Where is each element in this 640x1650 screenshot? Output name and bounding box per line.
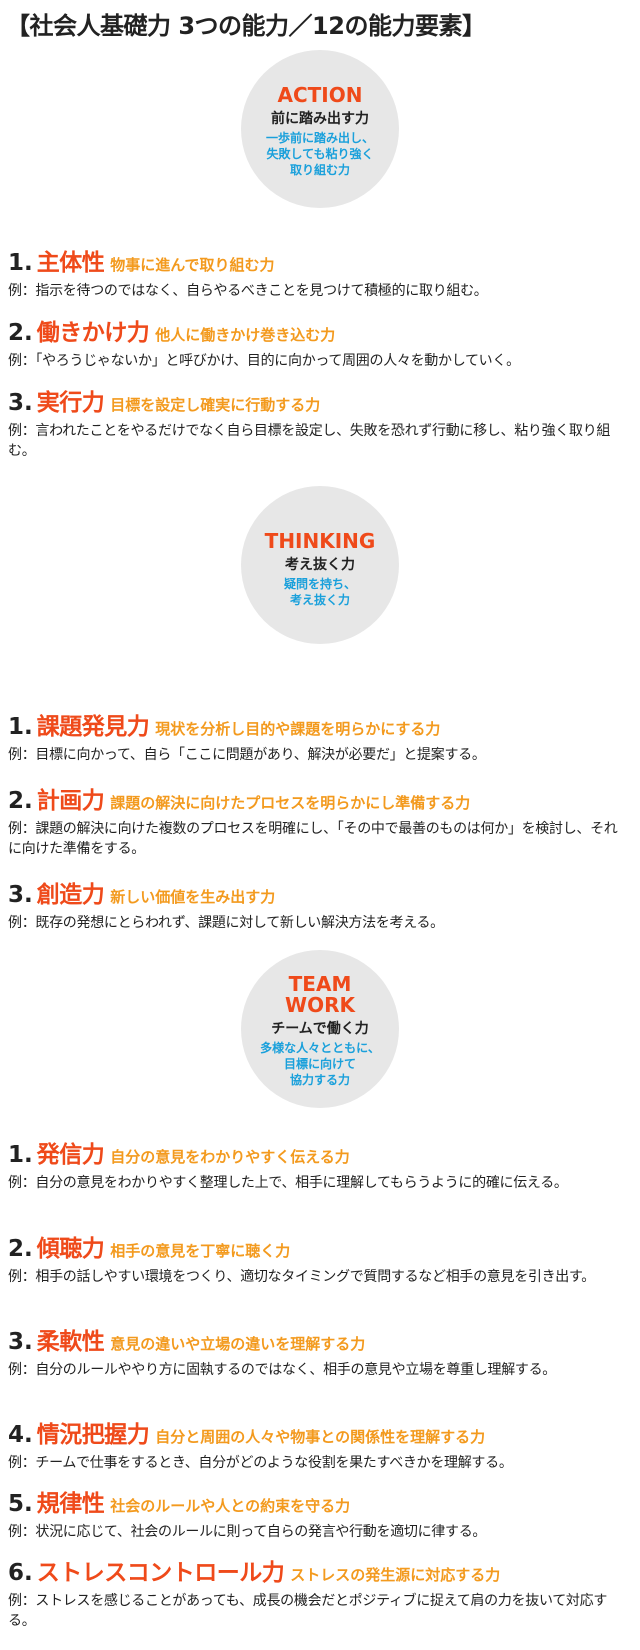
ability-item: 6.ストレスコントロール力ストレスの発生源に対応する力 例：ストレスを感じること… bbox=[8, 1556, 634, 1631]
item-example: 例：課題の解決に向けた複数のプロセスを明確にし、「その中で最善のものは何か」を検… bbox=[8, 821, 618, 857]
item-tagline: 自分と周囲の人々や物事との関係性を理解する力 bbox=[155, 1428, 486, 1446]
item-tagline: 社会のルールや人との約束を守る力 bbox=[110, 1497, 351, 1515]
circle-heading: ACTION bbox=[277, 83, 363, 107]
item-example: 例：状況に応じて、社会のルールに則って自らの発言や行動を適切に律する。 bbox=[8, 1524, 487, 1540]
ability-item: 2.働きかけ力他人に働きかけ巻き込む力 例：「やろうじゃないか」と呼びかけ、目的… bbox=[8, 316, 634, 371]
item-name: 情況把握力 bbox=[36, 1422, 150, 1448]
circle-description: 疑問を持ち、 考え抜く力 bbox=[283, 577, 356, 607]
action-circle: ACTION 前に踏み出す力 一歩前に踏み出し、 失敗しても粘り強く 取り組む力 bbox=[241, 50, 399, 208]
ability-item: 3.創造力新しい価値を生み出す力 例：既存の発想にとらわれず、課題に対して新しい… bbox=[8, 878, 634, 933]
item-tagline: 課題の解決に向けたプロセスを明らかにし準備する力 bbox=[110, 794, 471, 812]
item-name: 課題発見力 bbox=[36, 714, 150, 740]
item-example: 例：チームで仕事をするとき、自分がどのような役割を果たすべきかを理解する。 bbox=[8, 1455, 513, 1471]
circle-heading: THINKING bbox=[264, 529, 376, 553]
item-example: 例：言われたことをやるだけでなく自ら目標を設定し、失敗を恐れず行動に移し、粘り強… bbox=[8, 423, 611, 459]
page-title: 【社会人基礎力 3つの能力／12の能力要素】 bbox=[6, 12, 486, 40]
item-name: 傾聴力 bbox=[36, 1236, 105, 1262]
item-number: 2. bbox=[8, 320, 33, 346]
item-number: 6. bbox=[8, 1560, 33, 1586]
item-number: 2. bbox=[8, 788, 33, 814]
circle-subtitle: 考え抜く力 bbox=[285, 557, 355, 573]
item-example: 例：目標に向かって、自ら「ここに問題があり、解決が必要だ」と提案する。 bbox=[8, 747, 486, 763]
ability-item: 3.実行力目標を設定し確実に行動する力 例：言われたことをやるだけでなく自ら目標… bbox=[8, 386, 634, 461]
item-number: 3. bbox=[8, 882, 33, 908]
circle-heading: TEAM WORK bbox=[285, 972, 355, 1017]
item-example: 例：既存の発想にとらわれず、課題に対して新しい解決方法を考える。 bbox=[8, 915, 444, 931]
thinking-circle: THINKING 考え抜く力 疑問を持ち、 考え抜く力 bbox=[241, 486, 399, 644]
item-tagline: 他人に働きかけ巻き込む力 bbox=[155, 326, 336, 344]
item-number: 3. bbox=[8, 390, 33, 416]
item-name: 規律性 bbox=[36, 1491, 105, 1517]
circle-description: 多様な人々とともに、 目標に向けて 協力する力 bbox=[260, 1041, 380, 1087]
item-number: 1. bbox=[8, 714, 33, 740]
ability-item: 1.主体性物事に進んで取り組む力 例：指示を待つのではなく、自らやるべきことを見… bbox=[8, 246, 634, 301]
ability-item: 2.傾聴力相手の意見を丁寧に聴く力 例：相手の話しやすい環境をつくり、適切なタイ… bbox=[8, 1232, 634, 1287]
teamwork-circle: TEAM WORK チームで働く力 多様な人々とともに、 目標に向けて 協力する… bbox=[241, 950, 399, 1108]
item-example: 例：自分の意見をわかりやすく整理した上で、相手に理解してもらうように的確に伝える… bbox=[8, 1175, 568, 1191]
item-number: 4. bbox=[8, 1422, 33, 1448]
item-name: 働きかけ力 bbox=[36, 320, 150, 346]
item-number: 3. bbox=[8, 1329, 33, 1355]
circle-subtitle: 前に踏み出す力 bbox=[271, 111, 369, 127]
item-tagline: 新しい価値を生み出す力 bbox=[110, 888, 276, 906]
item-name: 柔軟性 bbox=[36, 1329, 105, 1355]
item-example: 例：指示を待つのではなく、自らやるべきことを見つけて積極的に取り組む。 bbox=[8, 283, 488, 299]
item-tagline: 自分の意見をわかりやすく伝える力 bbox=[110, 1148, 350, 1166]
circle-description: 一歩前に踏み出し、 失敗しても粘り強く 取り組む力 bbox=[265, 131, 374, 177]
item-name: ストレスコントロール力 bbox=[36, 1560, 285, 1586]
ability-item: 1.課題発見力現状を分析し目的や課題を明らかにする力 例：目標に向かって、自ら「… bbox=[8, 710, 634, 765]
item-tagline: 相手の意見を丁寧に聴く力 bbox=[110, 1242, 291, 1260]
ability-item: 4.情況把握力自分と周囲の人々や物事との関係性を理解する力 例：チームで仕事をす… bbox=[8, 1418, 634, 1473]
circle-subtitle: チームで働く力 bbox=[271, 1021, 369, 1037]
item-name: 創造力 bbox=[36, 882, 105, 908]
ability-item: 3.柔軟性意見の違いや立場の違いを理解する力 例：自分のルールややり方に固執する… bbox=[8, 1325, 634, 1380]
item-name: 発信力 bbox=[36, 1142, 105, 1168]
ability-item: 5.規律性社会のルールや人との約束を守る力 例：状況に応じて、社会のルールに則っ… bbox=[8, 1487, 634, 1542]
item-number: 1. bbox=[8, 1142, 33, 1168]
item-name: 主体性 bbox=[36, 250, 105, 276]
item-tagline: 目標を設定し確実に行動する力 bbox=[110, 396, 321, 414]
item-tagline: 意見の違いや立場の違いを理解する力 bbox=[110, 1335, 366, 1353]
item-tagline: 物事に進んで取り組む力 bbox=[110, 256, 275, 274]
item-name: 計画力 bbox=[36, 788, 105, 814]
item-tagline: 現状を分析し目的や課題を明らかにする力 bbox=[155, 720, 441, 738]
item-number: 1. bbox=[8, 250, 33, 276]
ability-item: 2.計画力課題の解決に向けたプロセスを明らかにし準備する力 例：課題の解決に向け… bbox=[8, 784, 634, 859]
item-example: 例：自分のルールややり方に固執するのではなく、相手の意見や立場を尊重し理解する。 bbox=[8, 1362, 556, 1378]
item-name: 実行力 bbox=[36, 390, 105, 416]
ability-item: 1.発信力自分の意見をわかりやすく伝える力 例：自分の意見をわかりやすく整理した… bbox=[8, 1138, 634, 1193]
item-number: 2. bbox=[8, 1236, 33, 1262]
item-example: 例：ストレスを感じることがあっても、成長の機会だとポジティブに捉えて肩の力を抜い… bbox=[8, 1593, 608, 1629]
item-example: 例：相手の話しやすい環境をつくり、適切なタイミングで質問するなど相手の意見を引き… bbox=[8, 1269, 595, 1285]
item-example: 例：「やろうじゃないか」と呼びかけ、目的に向かって周囲の人々を動かしていく。 bbox=[8, 353, 520, 369]
item-number: 5. bbox=[8, 1491, 33, 1517]
item-tagline: ストレスの発生源に対応する力 bbox=[290, 1566, 501, 1584]
